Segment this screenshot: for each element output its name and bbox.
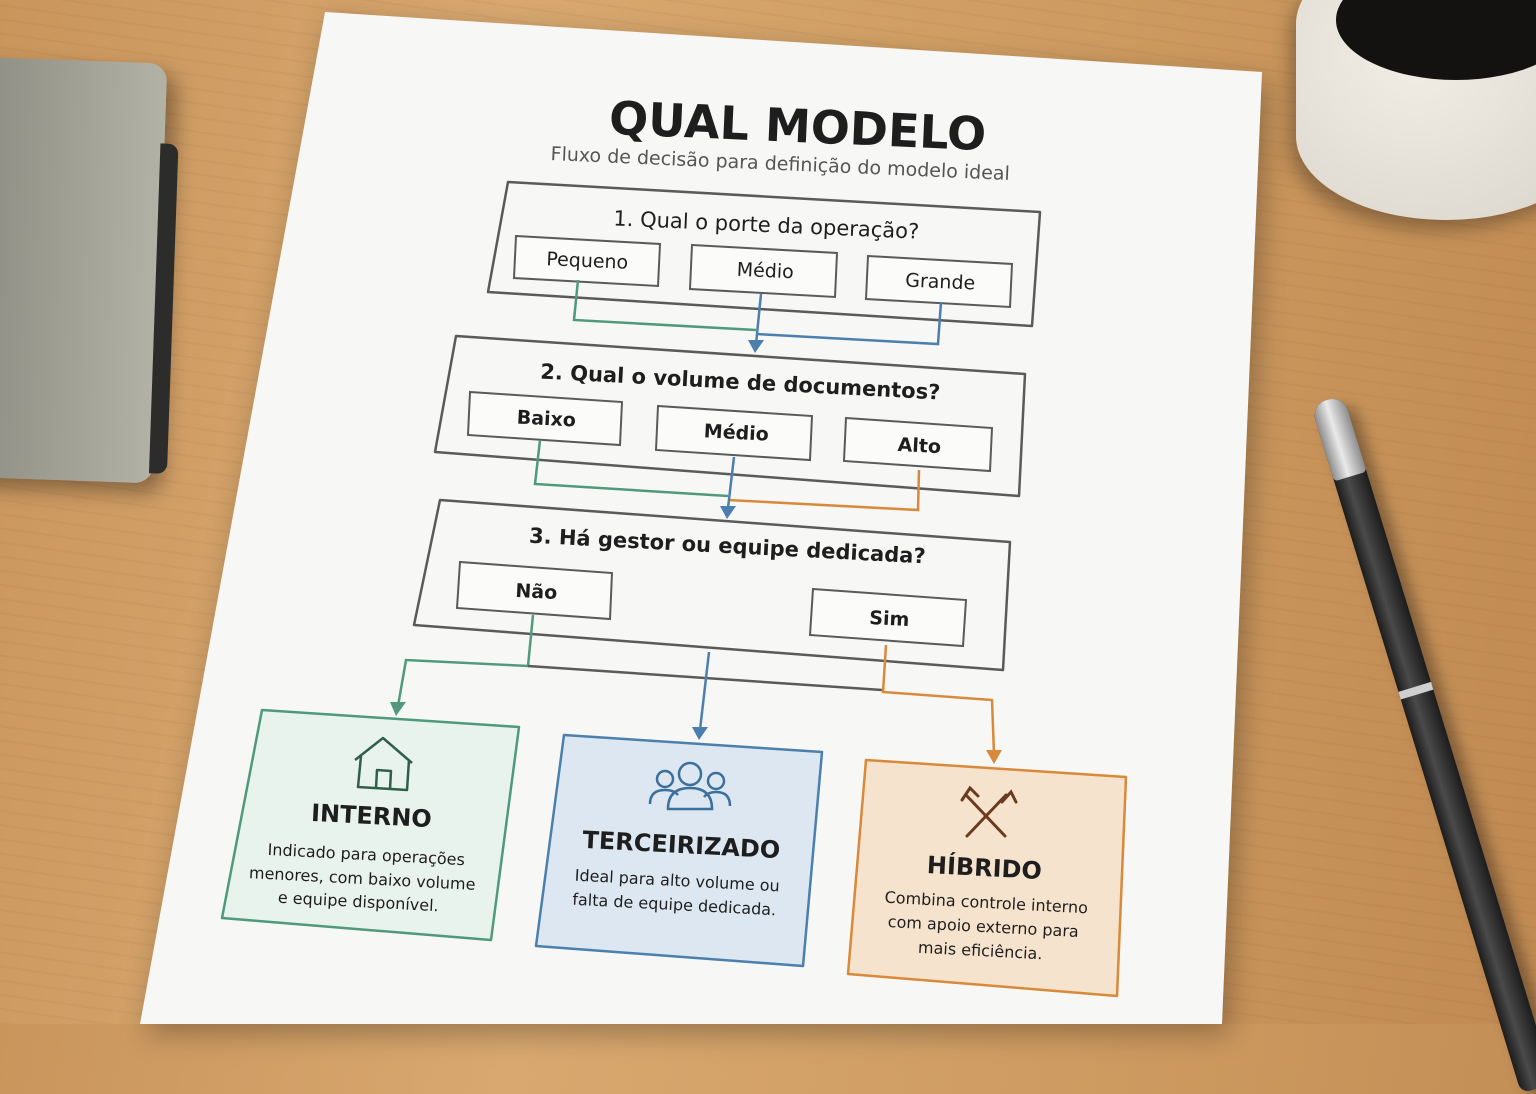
connector-q2-q3: [533, 439, 921, 519]
result-title: HÍBRIDO: [926, 850, 1042, 885]
option-pequeno[interactable]: Pequeno: [512, 234, 662, 288]
option-label: Não: [515, 580, 558, 604]
connector-q1-q2: [572, 279, 943, 353]
option-alto[interactable]: Alto: [842, 416, 994, 473]
connector-q3-results: [390, 614, 1002, 764]
people-icon: [648, 761, 732, 811]
option-label: Grande: [905, 269, 976, 294]
coffee-mug: [1296, 0, 1536, 220]
option-baixo[interactable]: Baixo: [466, 390, 624, 447]
option-medio-porte[interactable]: Médio: [688, 243, 839, 299]
option-nao[interactable]: Não: [455, 560, 614, 621]
house-icon: [354, 736, 413, 792]
result-hibrido[interactable]: HÍBRIDO Combina controle interno com apo…: [846, 758, 1128, 998]
crossed-hammers-icon: [960, 785, 1018, 838]
option-label: Sim: [869, 607, 910, 631]
option-sim[interactable]: Sim: [808, 587, 968, 648]
result-interno[interactable]: INTERNO Indicado para operações menores,…: [220, 708, 521, 942]
result-terceirizado[interactable]: TERCEIRIZADO Ideal para alto volume ou f…: [534, 733, 824, 968]
question-1: 1. Qual o porte da operação? Pequeno Méd…: [486, 180, 1042, 328]
option-label: Médio: [736, 259, 794, 283]
result-title: INTERNO: [310, 799, 432, 833]
option-label: Alto: [897, 434, 941, 458]
option-grande[interactable]: Grande: [864, 254, 1014, 309]
option-label: Baixo: [516, 406, 576, 431]
option-label: Pequeno: [546, 248, 629, 274]
decision-flowchart-sheet: QUAL MODELO Fluxo de decisão para defini…: [220, 90, 1128, 998]
option-label: Médio: [703, 420, 769, 445]
option-medio-volume[interactable]: Médio: [654, 404, 814, 462]
